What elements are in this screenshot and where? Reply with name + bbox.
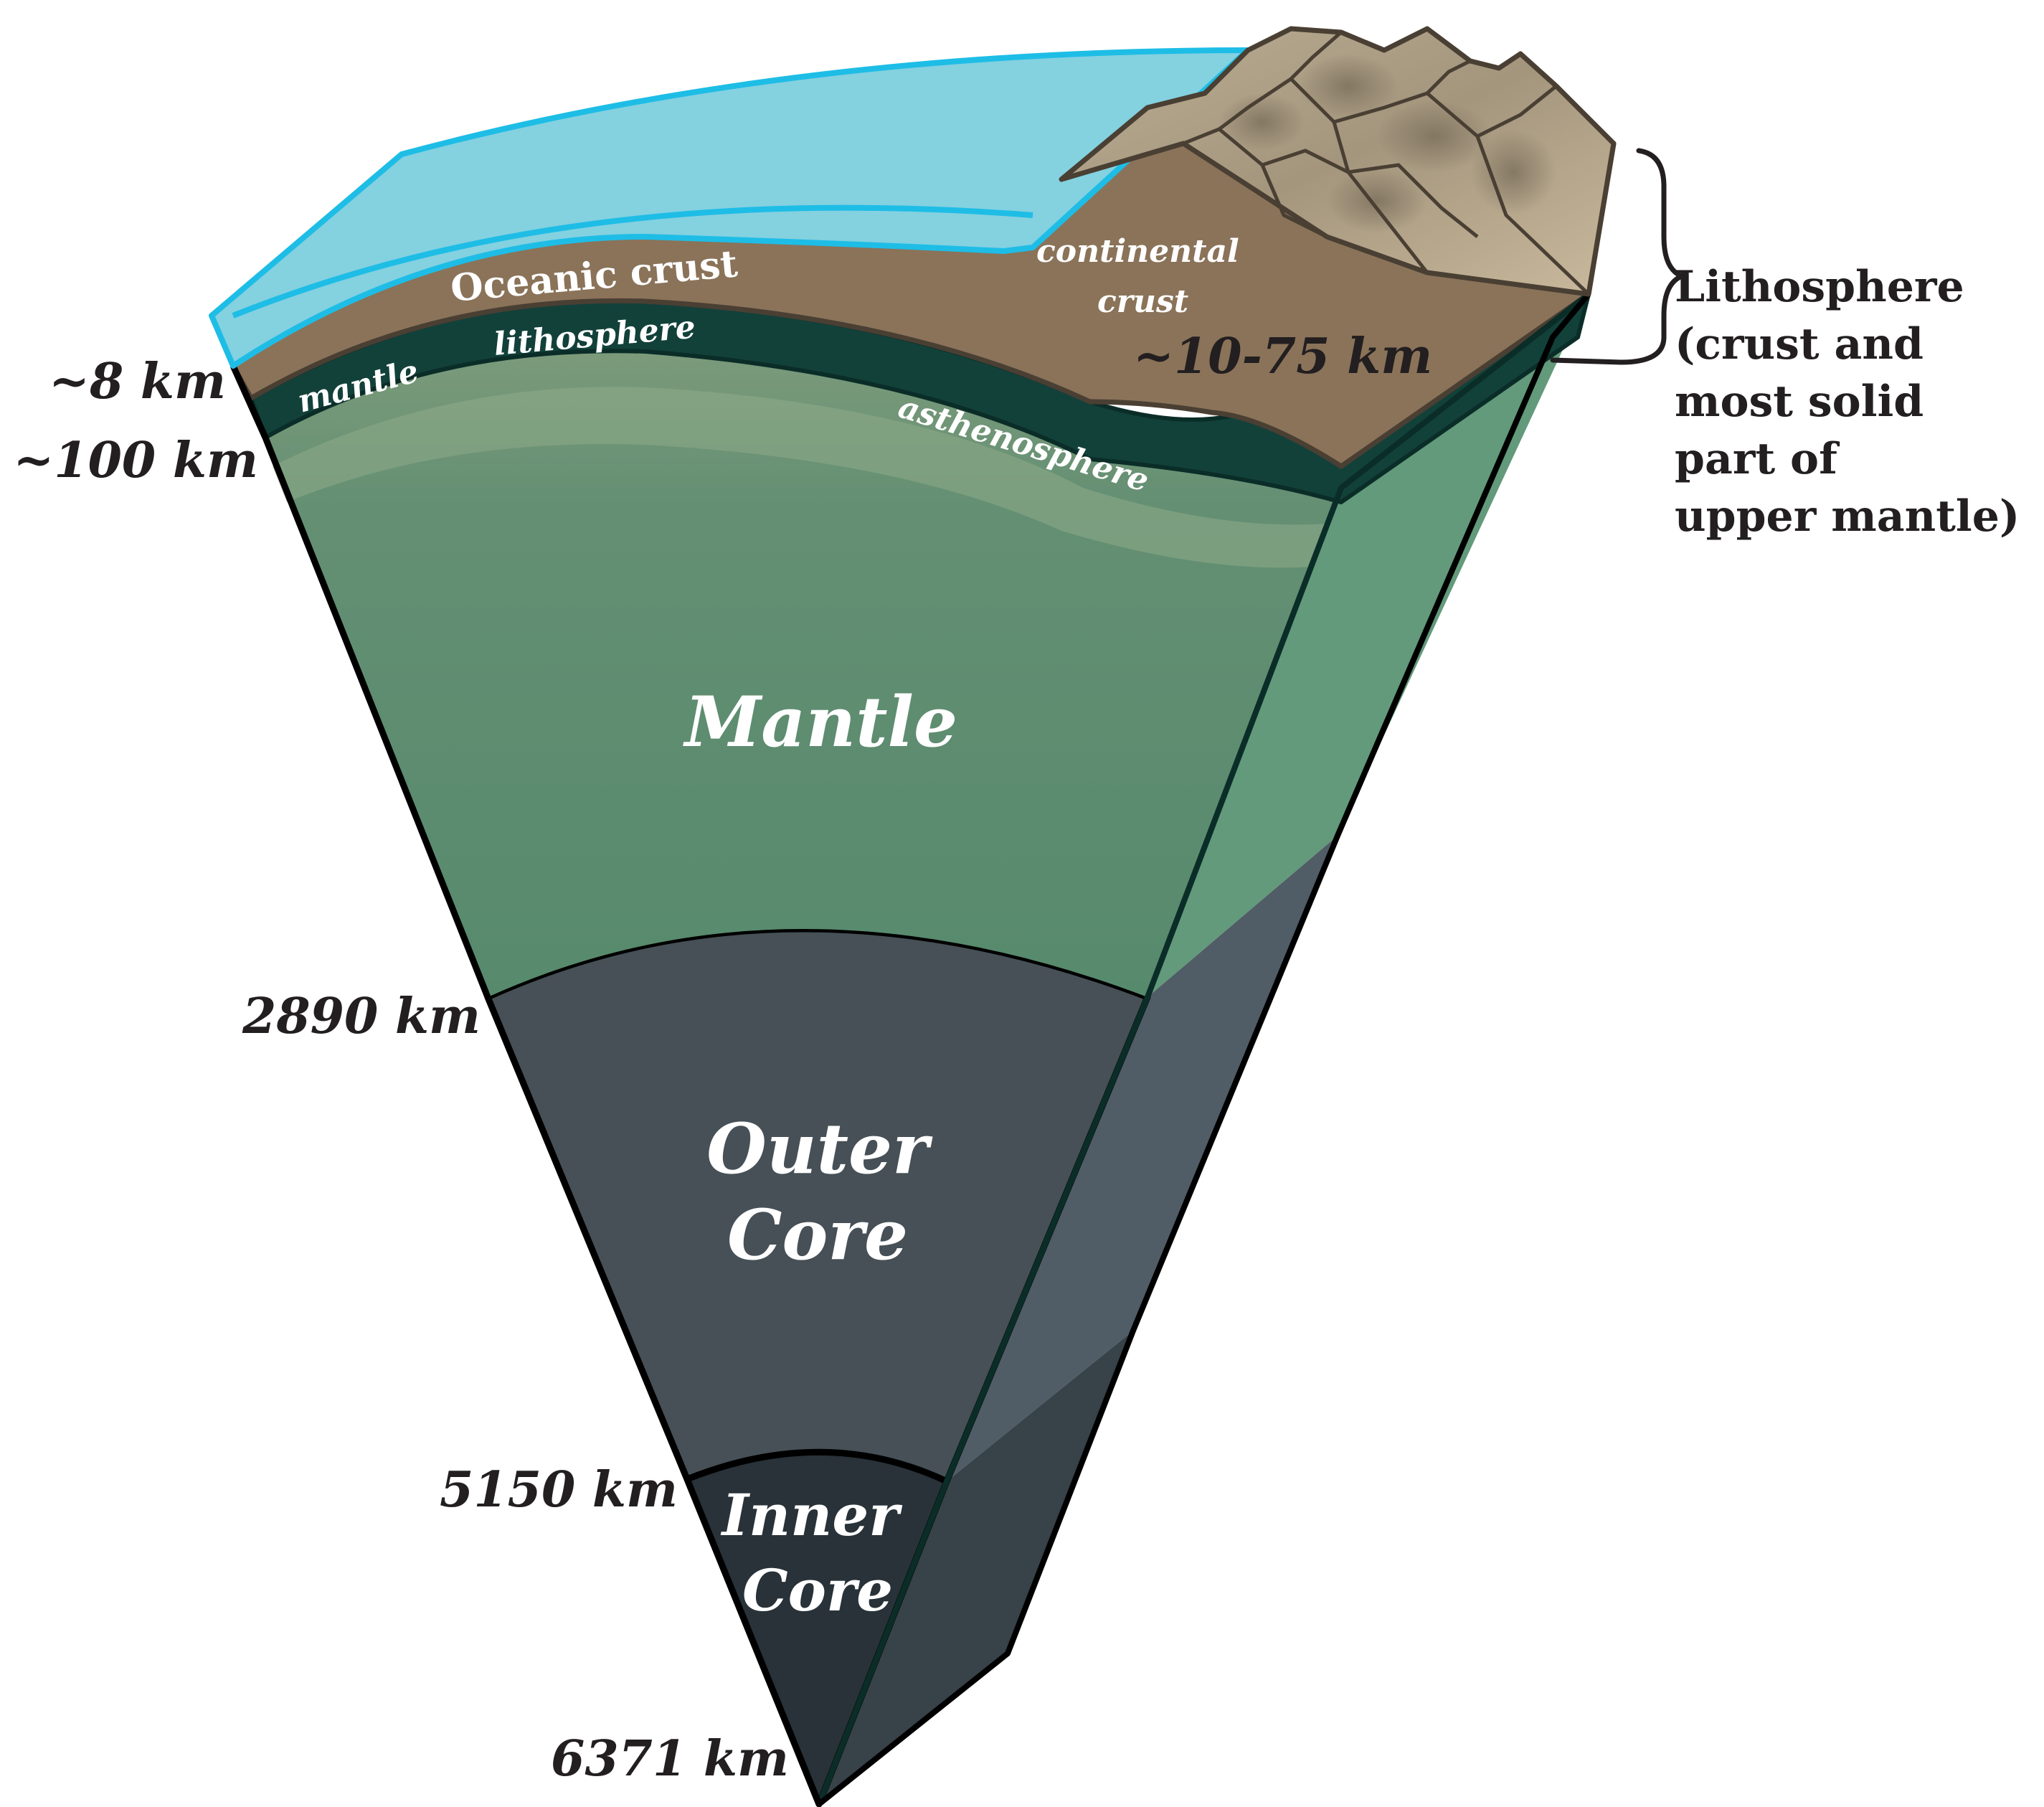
continental-crust-label-2: crust bbox=[1097, 283, 1188, 320]
inner-core-label-1: Inner bbox=[721, 1481, 903, 1549]
continental-depth-label: ~10-75 km bbox=[1133, 328, 1432, 385]
depth-label-6371km: 6371 km bbox=[551, 1730, 789, 1788]
depth-label-5150km: 5150 km bbox=[440, 1461, 678, 1519]
lithosphere-note-line-4: part of bbox=[1675, 434, 1840, 484]
continental-crust-label-1: continental bbox=[1036, 233, 1239, 270]
outer-core-label-1: Outer bbox=[706, 1108, 933, 1189]
lithosphere-note-line-5: upper mantle) bbox=[1675, 491, 2020, 542]
outer-core-label-2: Core bbox=[727, 1194, 908, 1275]
depth-label-8km: ~8 km bbox=[49, 353, 226, 410]
lithosphere-note-line-3: most solid bbox=[1675, 377, 1924, 427]
inner-core-label-2: Core bbox=[742, 1557, 893, 1624]
lithosphere-note-line-1: Lithosphere bbox=[1675, 262, 1964, 312]
mantle-label: Mantle bbox=[683, 681, 957, 763]
depth-label-100km: ~100 km bbox=[13, 432, 258, 489]
lithosphere-note-line-2: (crust and bbox=[1675, 319, 1924, 369]
depth-label-2890km: 2890 km bbox=[242, 988, 481, 1045]
